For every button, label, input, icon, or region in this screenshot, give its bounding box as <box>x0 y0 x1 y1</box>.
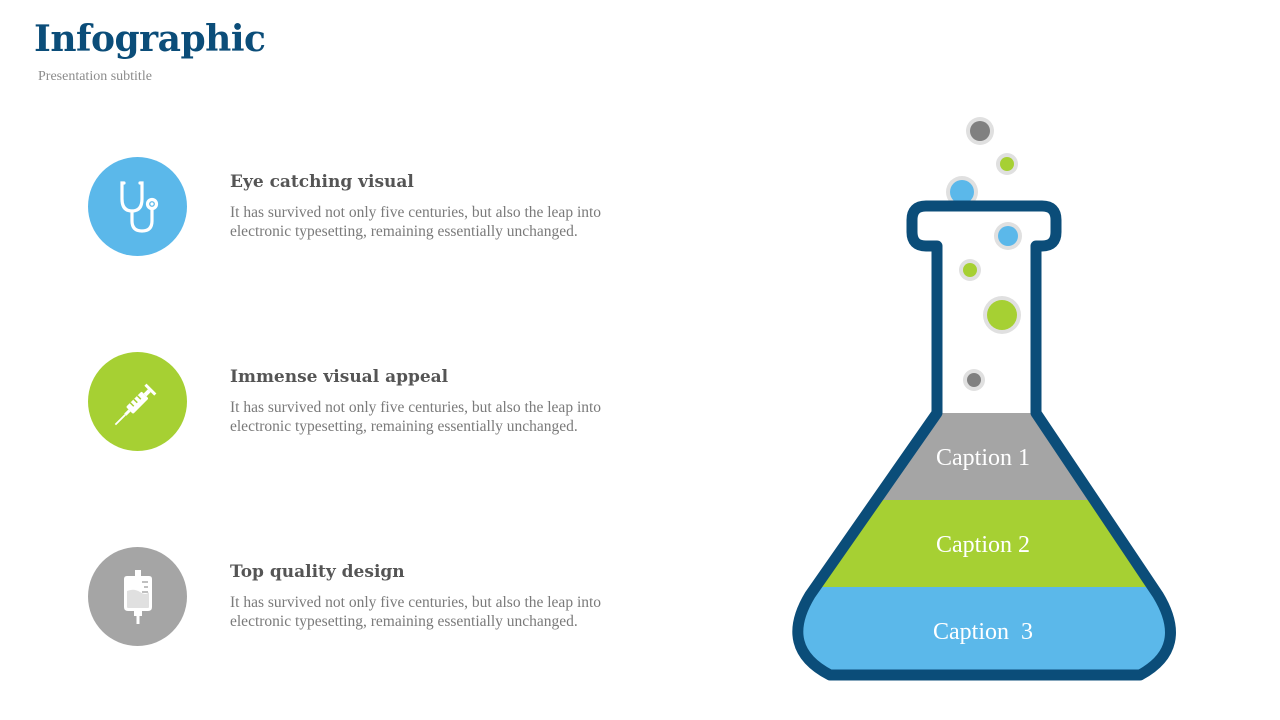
feature-icon-circle <box>88 547 187 646</box>
page-title: Infographic <box>34 18 266 60</box>
feature-heading: Immense visual appeal <box>230 367 449 387</box>
page-subtitle: Presentation subtitle <box>38 69 152 84</box>
bubble <box>998 226 1018 246</box>
syringe-icon <box>114 383 156 425</box>
feature-item-eye-catching: Eye catching visual It has survived not … <box>88 157 688 257</box>
bubble <box>1000 157 1014 171</box>
flask-layer-3 <box>797 587 1171 675</box>
feature-item-visual-appeal: Immense visual appeal It has survived no… <box>88 352 688 452</box>
feature-description: It has survived not only five centuries,… <box>230 399 602 435</box>
flask-caption-3: Caption 3 <box>933 619 1033 645</box>
iv-bag-icon <box>123 569 152 624</box>
flask-illustration: Caption 1 Caption 2 Caption 3 <box>792 117 1176 681</box>
feature-item-quality-design: Top quality design It has survived not o… <box>88 547 688 647</box>
bubble <box>963 263 977 277</box>
feature-icon-circle <box>88 352 187 451</box>
flask-caption-1: Caption 1 <box>936 445 1030 471</box>
flask-caption-2: Caption 2 <box>936 532 1030 558</box>
feature-icon-circle <box>88 157 187 256</box>
feature-description: It has survived not only five centuries,… <box>230 204 602 240</box>
bubbles <box>946 117 1022 391</box>
feature-heading: Eye catching visual <box>230 172 414 192</box>
feature-description: It has survived not only five centuries,… <box>230 594 602 630</box>
bubble <box>987 300 1017 330</box>
bubble <box>950 180 974 204</box>
bubble <box>967 373 981 387</box>
stethoscope-icon <box>119 180 158 233</box>
flask-outline <box>792 200 1176 681</box>
feature-heading: Top quality design <box>230 562 405 582</box>
bubble <box>970 121 990 141</box>
